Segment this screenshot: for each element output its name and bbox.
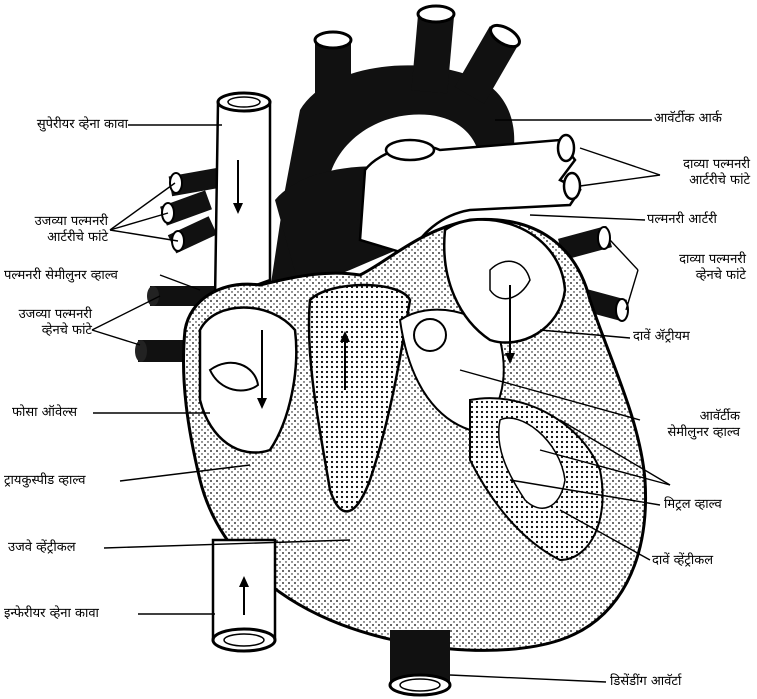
label-descending-aorta: डिसेंडींग आवॅर्टा [610,674,681,690]
label-right-pulmonary-artery-branches: उजव्या पल्मनरी आर्टरीचे फांटे [0,214,108,246]
label-fossa-ovalis: फोसा ऑवेल्स [12,405,77,421]
label-right-ventricle: उजवे व्हेंट्रीकल [8,540,76,556]
label-pulmonary-artery: पल्मनरी आर्टरी [647,212,717,228]
label-superior-vena-cava: सुपेरीयर व्हेना कावा [0,117,128,133]
label-left-pulmonary-vein-branches: दाव्या पल्मनरी व्हेनचे फांटे [600,252,746,284]
label-aortic-semilunar-valve: आवॅर्टीक सेमीलुनर व्हाल्व [600,409,740,441]
label-left-ventricle: दावें व्हेंट्रीकल [652,553,713,569]
inferior-vena-cava-shape [213,540,275,651]
descending-aorta-shape [390,630,450,695]
superior-vena-cava-shape [215,93,270,300]
label-mitral-valve: मिट्रल व्हाल्व [664,497,722,513]
label-right-pulmonary-vein-branches: उजव्या पल्मनरी व्हेनचे फांटे [0,307,92,339]
label-left-pulmonary-artery-branches: दाव्या पल्मनरी आर्टरीचे फांटे [600,157,750,189]
label-inferior-vena-cava: इन्फेरीयर व्हेना कावा [4,606,99,622]
label-pulmonary-semilunar-valve: पल्मनरी सेमीलुनर व्हाल्व [4,268,118,284]
label-tricuspid-valve: ट्रायकुस्पीड व्हाल्व [4,473,85,489]
label-aortic-arch: आवॅर्टीक आर्क [654,111,722,127]
label-left-atrium: दावें ॲट्रीयम [633,329,690,345]
